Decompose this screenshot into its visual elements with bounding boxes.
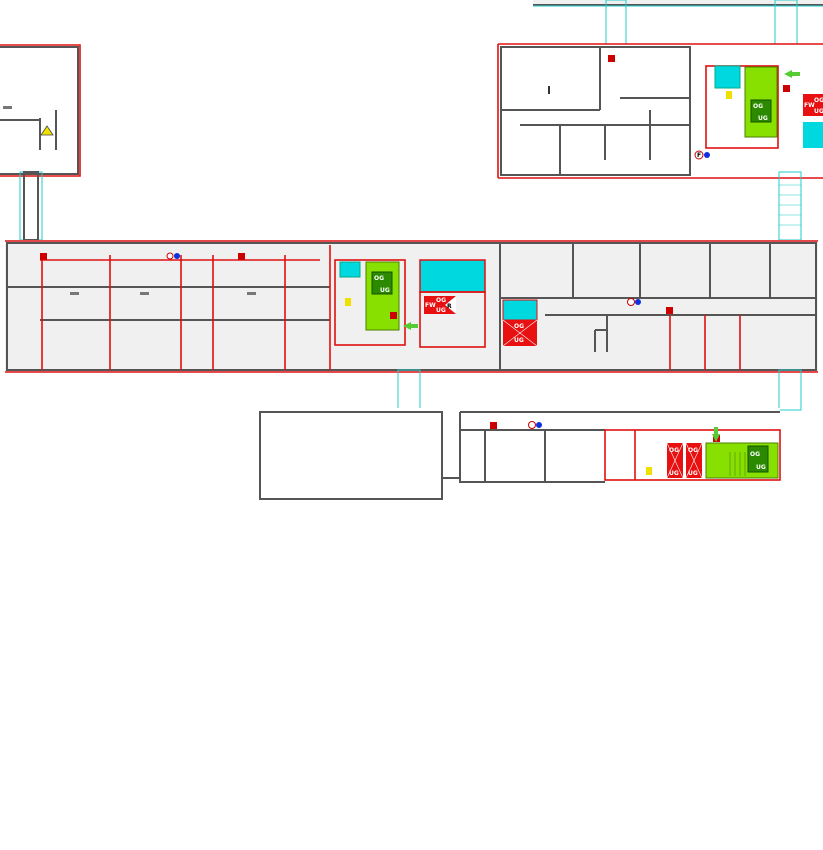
stair-label-upper: OG — [753, 103, 763, 110]
elevator-label-upper: OG — [688, 447, 698, 454]
elevator-label-lower: UG — [436, 307, 446, 314]
stair-label-upper: OG — [750, 451, 760, 458]
elevator-main — [424, 296, 456, 314]
info-sign-icon — [726, 91, 732, 99]
phone-marker-icon — [694, 150, 704, 160]
building-bottom: OG UG OG UG OG UG — [257, 408, 781, 502]
elevator-label-upper: OG — [814, 97, 823, 104]
stair-label-lower: UG — [380, 287, 390, 294]
stair-label-upper: OG — [374, 275, 384, 282]
you-are-here-arrow-icon — [784, 70, 800, 78]
elevator-label-lower: UG — [814, 108, 823, 115]
elevator-label-upper: OG — [514, 323, 524, 330]
info-sign-icon — [345, 298, 351, 306]
elevator-top-right — [803, 94, 823, 116]
fire-brigade-label: FW — [804, 102, 815, 109]
stair-label-lower: UG — [758, 115, 768, 122]
elevator-label-upper: OG — [669, 447, 679, 454]
phone-marker-label: F — [697, 152, 701, 159]
building-main: OG UG FW OG UG R OG UG — [5, 240, 818, 411]
you-are-here-arrow-icon — [403, 322, 418, 330]
elevator-label-lower: UG — [669, 470, 679, 477]
warning-sign-icon — [40, 125, 54, 136]
building-top-left — [0, 44, 81, 241]
top-wing-strip — [533, 0, 823, 45]
building-top-right: OG UG FW OG UG F — [497, 43, 823, 241]
you-are-here-arrow-icon — [712, 427, 720, 442]
info-sign-icon — [646, 467, 652, 475]
stair-label-lower: UG — [756, 464, 766, 471]
route-marker-label: R — [447, 303, 452, 310]
elevator-label-lower: UG — [688, 470, 698, 477]
fire-brigade-label: FW — [425, 302, 436, 309]
elevator-label-lower: UG — [514, 337, 524, 344]
elevator-label-upper: OG — [436, 297, 446, 304]
